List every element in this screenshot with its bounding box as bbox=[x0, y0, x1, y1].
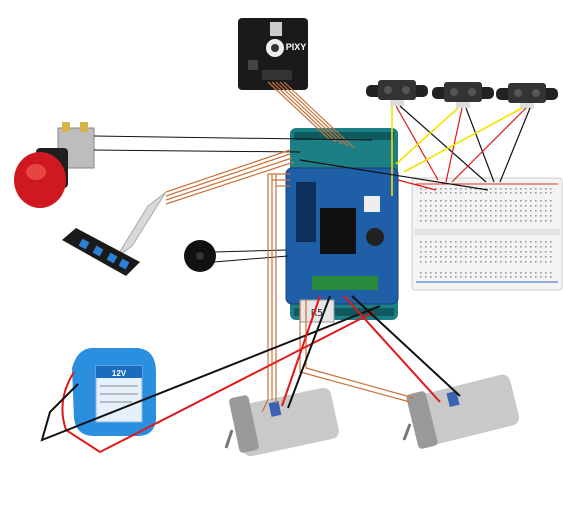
battery-pack-12v: 12V bbox=[72, 347, 156, 436]
pixy-camera: PIXY bbox=[238, 18, 308, 90]
wires bbox=[40, 81, 531, 454]
breadboard-holes bbox=[420, 188, 552, 278]
ir-distance-sensor-3 bbox=[496, 83, 558, 109]
dc-motor-left bbox=[224, 387, 339, 457]
ir-distance-sensor-1 bbox=[366, 80, 428, 106]
shield-label: R5 bbox=[311, 308, 323, 319]
emergency-stop-button bbox=[14, 122, 95, 208]
breadboard bbox=[411, 177, 563, 291]
buzzer bbox=[184, 240, 216, 272]
pixy-label: PIXY bbox=[286, 42, 307, 52]
battery-label: 12V bbox=[112, 369, 127, 378]
membrane-keypad bbox=[62, 191, 167, 276]
ir-distance-sensor-2 bbox=[432, 82, 494, 108]
dc-motor-right bbox=[402, 374, 520, 449]
arduino-motor-shield: R5 bbox=[285, 167, 399, 323]
